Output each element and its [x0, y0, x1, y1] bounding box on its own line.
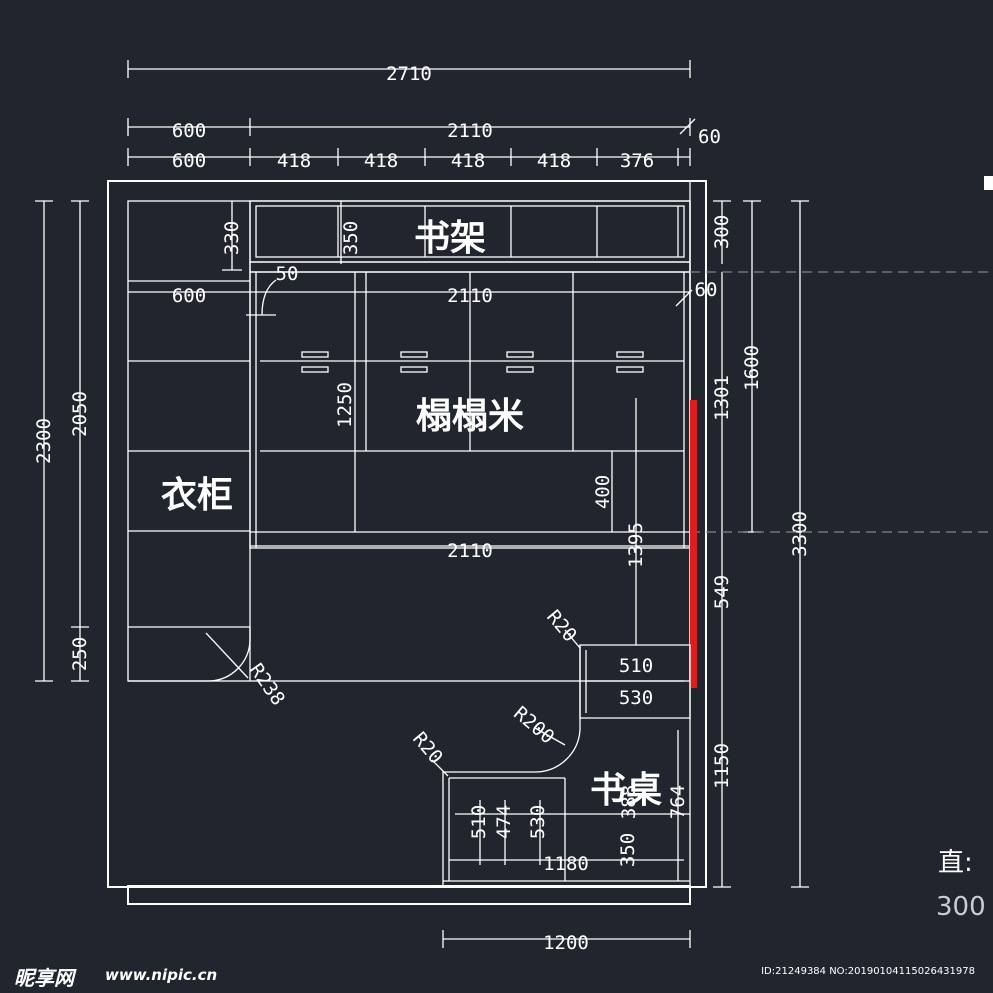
dim-1301: 1301: [711, 375, 733, 421]
wardrobe: 衣柜: [128, 201, 251, 682]
dim-1600: 1600: [741, 345, 763, 391]
dim-2050: 2050: [69, 391, 91, 437]
radius-r200: R200: [509, 702, 558, 748]
dim-1250: 1250: [334, 382, 356, 428]
side-note-line2: 300: [936, 892, 986, 922]
dim-desk2-510: 510: [468, 805, 490, 839]
dim-250: 250: [69, 637, 91, 671]
top-dimension-row1: 600 2110 60: [127, 118, 721, 148]
watermark-url: www.nipic.cn: [105, 966, 218, 984]
dim-desk2-530: 530: [527, 805, 549, 839]
dim-1150: 1150: [711, 743, 733, 789]
dim-60-top: 60: [698, 126, 721, 148]
dim-418-a: 418: [277, 150, 311, 172]
red-wall-segment: [690, 400, 697, 688]
dim-1395: 1395: [625, 522, 647, 568]
side-note-line1: 直:: [938, 848, 973, 878]
dim-2110-top: 2110: [447, 120, 493, 142]
dim-desk-510: 510: [619, 655, 653, 677]
label-wardrobe: 衣柜: [161, 475, 233, 516]
dim-2110-bottom: 2110: [447, 540, 493, 562]
dim-2300: 2300: [33, 418, 55, 464]
dim-50: 50: [276, 263, 299, 285]
bottom-dimension: 1200: [442, 930, 691, 954]
dim-2110-inner: 2110: [447, 285, 493, 307]
dim-330: 330: [221, 221, 243, 255]
radius-r238: R238: [245, 660, 289, 710]
edge-marker: [984, 176, 993, 190]
dim-549: 549: [711, 575, 733, 609]
label-tatami: 榻榻米: [416, 396, 524, 437]
dim-600-inner: 600: [172, 285, 206, 307]
dim-600-top: 600: [172, 120, 206, 142]
label-bookshelf: 书架: [414, 218, 486, 259]
dim-376: 376: [620, 150, 654, 172]
top-dimension-total: 2710: [127, 60, 691, 85]
right-dimensions: 300 1301 1600 549 1150 3300: [690, 200, 993, 888]
dim-400: 400: [592, 475, 614, 509]
top-dimension-row2: 600 418 418 418 418 376: [127, 148, 691, 172]
dim-418-d: 418: [537, 150, 571, 172]
radius-r20-a: R20: [542, 606, 581, 646]
inner-dimensions: 330 350 50 600 2110 60 1250 400 1395 211…: [128, 201, 717, 645]
watermark-id: ID:21249384 NO:20190104115026431978: [761, 966, 975, 977]
left-dimensions: 2300 2050 250: [33, 200, 91, 682]
watermark-site: 昵享网: [14, 966, 74, 990]
dim-desk-388: 388: [618, 785, 640, 819]
dim-3300: 3300: [789, 511, 811, 557]
dim-418-c: 418: [451, 150, 485, 172]
dim-1200: 1200: [543, 932, 589, 954]
dim-350: 350: [340, 221, 362, 255]
dim-300: 300: [711, 215, 733, 249]
radius-callouts: R20 R200 R20 R238: [205, 606, 581, 777]
radius-r20-b: R20: [408, 728, 447, 768]
label-desk: 书桌: [590, 770, 662, 811]
dim-desk-350: 350: [617, 833, 639, 867]
dim-desk2-474: 474: [493, 805, 515, 839]
desk: 510 530 510 474 530 388 764 350 1180 书桌: [442, 644, 691, 887]
dim-60-inner: 60: [695, 279, 718, 301]
dim-desk-764: 764: [667, 785, 689, 819]
dim-desk-1180: 1180: [543, 853, 589, 875]
dim-2710: 2710: [386, 63, 432, 85]
tatami: 榻榻米: [249, 261, 691, 549]
dim-418-b: 418: [364, 150, 398, 172]
bookshelf: 书架: [249, 200, 691, 263]
dim-600-seg: 600: [172, 150, 206, 172]
dim-desk-530: 530: [619, 687, 653, 709]
